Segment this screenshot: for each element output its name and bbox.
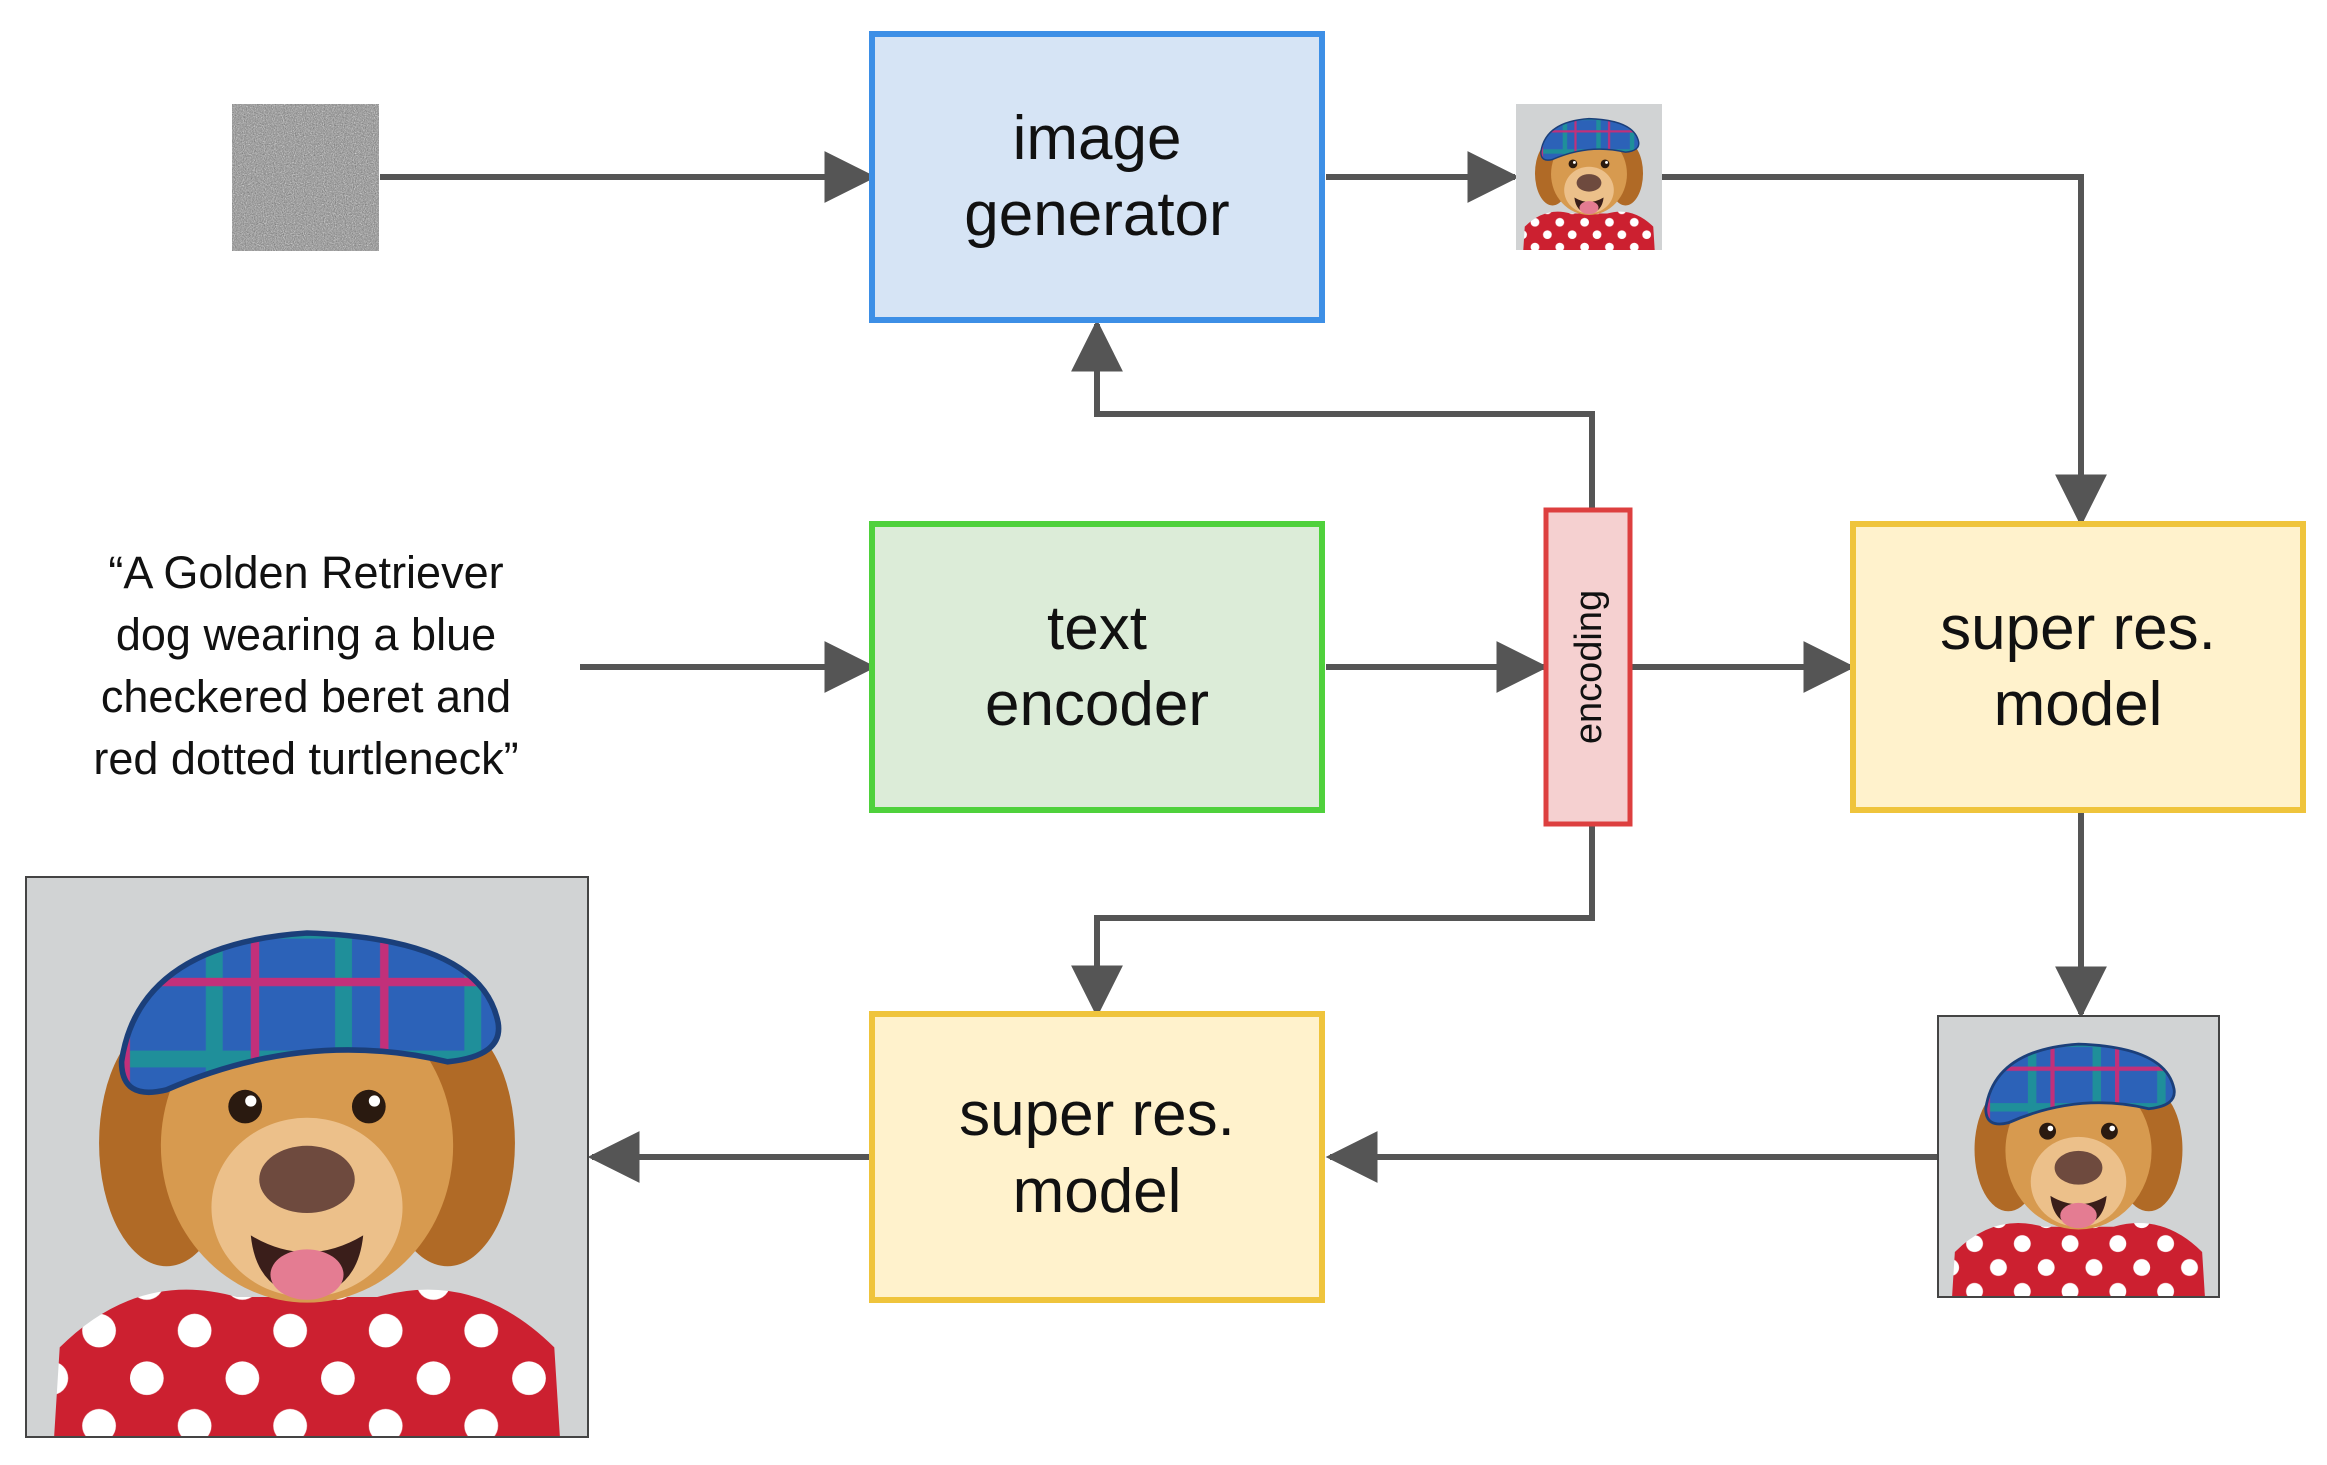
text-encoder-box: text encoder	[869, 521, 1325, 813]
connector-arrows	[380, 151, 2107, 1183]
prompt-line-2: dog wearing a blue	[116, 609, 496, 660]
image-generator-line1: image	[1013, 104, 1182, 173]
prompt-line-4: red dotted turtleneck”	[93, 733, 518, 784]
dog-image-small	[1516, 104, 1662, 250]
arrow-encoding-to-generator	[1071, 319, 1595, 508]
super-res-top-line2: model	[1994, 670, 2163, 739]
text-prompt: “A Golden Retriever dog wearing a blue c…	[93, 547, 518, 784]
prompt-line-3: checkered beret and	[101, 671, 511, 722]
encoding-bar: encoding	[1543, 507, 1633, 827]
text-encoder-line1: text	[1047, 594, 1147, 663]
super-res-bottom-line1: super res.	[959, 1080, 1235, 1149]
super-res-top-line1: super res.	[1940, 594, 2216, 663]
noise-image	[232, 104, 379, 251]
text-encoder-line2: encoder	[985, 670, 1209, 739]
arrow-small-image-to-super-res	[1660, 174, 2107, 527]
super-res-bottom-line2: model	[1013, 1157, 1182, 1226]
prompt-line-1: “A Golden Retriever	[108, 547, 503, 598]
image-generator-line2: generator	[964, 180, 1229, 249]
dog-image-medium	[1937, 1015, 2220, 1298]
image-generator-box: image generator	[869, 31, 1325, 323]
dog-image-large	[25, 876, 589, 1438]
super-res-model-box-bottom: super res. model	[869, 1011, 1325, 1303]
super-res-model-box-top: super res. model	[1850, 521, 2306, 813]
arrow-encoding-to-bottom-super-res	[1071, 826, 1595, 1018]
encoding-label: encoding	[1568, 590, 1610, 744]
